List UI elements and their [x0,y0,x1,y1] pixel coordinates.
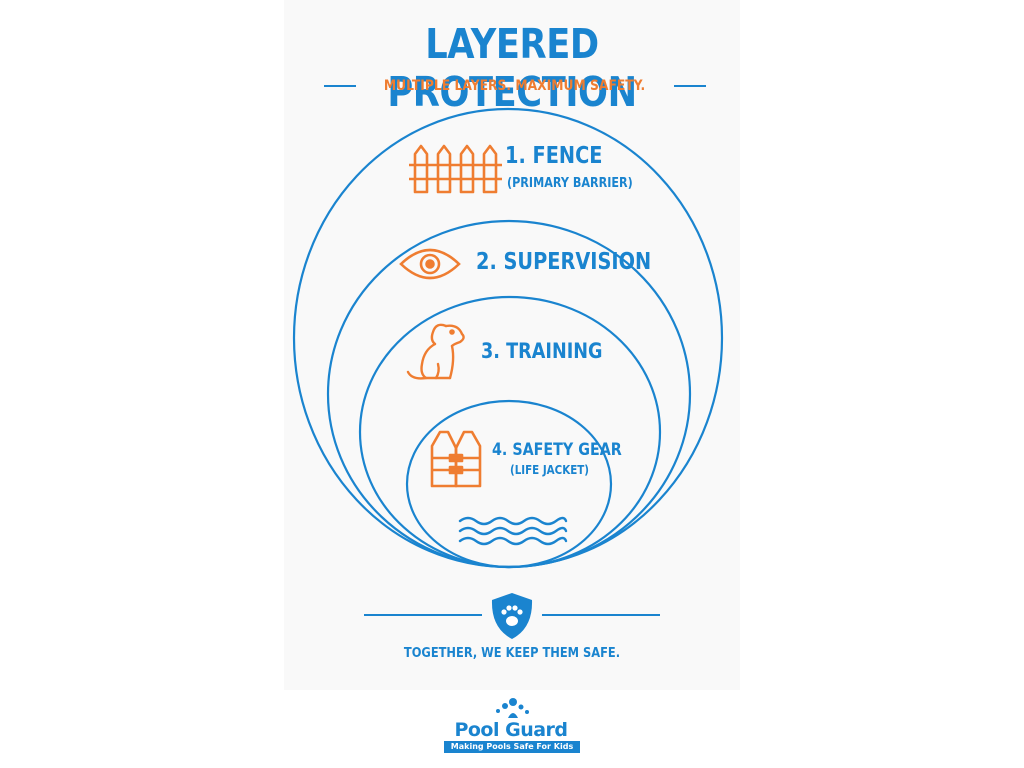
dog-icon [406,323,465,380]
subtitle-rule-right [673,85,706,87]
page-title: LAYERED PROTECTION [387,20,637,116]
layer-subtitle-safety-gear: (LIFE JACKET) [510,463,590,477]
layer-title-fence: 1. FENCE [505,143,603,169]
subtitle-row: MULTIPLE LAYERS. MAXIMUM SAFETY. [324,76,706,96]
water-splash-icon [496,698,529,718]
brand-name: Pool Guard [454,719,568,741]
layer-title-supervision: 2. SUPERVISION [476,249,652,275]
layer-ring-safety-gear [405,399,613,569]
water-waves-icon [458,516,568,546]
layer-title-training: 3. TRAINING [481,339,603,363]
layer-subtitle-fence: (PRIMARY BARRIER) [507,176,633,191]
life-jacket-icon [430,430,482,488]
infographic-panel [284,0,740,690]
subtitle-rule-left [324,85,357,87]
layer-ring-training [358,295,662,569]
fence-icon [409,144,502,194]
footer-tagline: TOGETHER, WE KEEP THEM SAFE. [403,646,621,661]
eye-icon [399,248,461,280]
brand-tagline: Making Pools Safe For Kids [444,741,580,753]
layer-title-safety-gear: 4. SAFETY GEAR [492,440,622,460]
shield-paw-icon [491,593,533,639]
page-subtitle: MULTIPLE LAYERS. MAXIMUM SAFETY. [384,78,646,94]
